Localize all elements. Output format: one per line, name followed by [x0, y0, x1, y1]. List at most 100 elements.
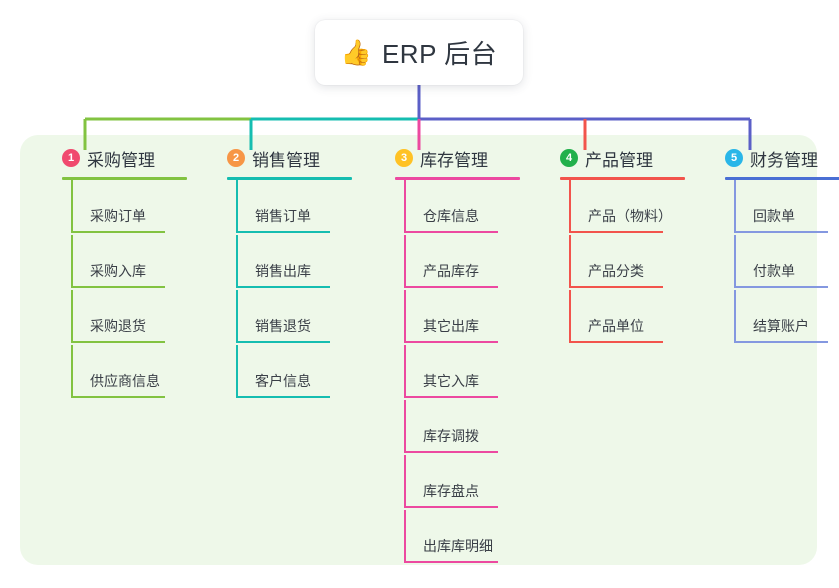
branch-underline: [227, 177, 352, 180]
leaf-underline: [237, 396, 330, 398]
leaf-item[interactable]: 库存盘点: [395, 455, 525, 510]
leaf-item[interactable]: 其它出库: [395, 290, 525, 345]
leaf-label: 付款单: [753, 263, 795, 279]
leaf-underline: [570, 341, 663, 343]
branch-number-badge: 2: [227, 149, 245, 167]
leaf-item[interactable]: 销售出库: [227, 235, 357, 290]
leaf-item[interactable]: 出库库明细: [395, 510, 525, 565]
leaf-item[interactable]: 仓库信息: [395, 180, 525, 235]
leaf-item[interactable]: 产品库存: [395, 235, 525, 290]
leaf-underline: [735, 231, 828, 233]
branch-title: 采购管理: [87, 150, 155, 170]
leaf-item[interactable]: 结算账户: [725, 290, 839, 345]
branch-header-1[interactable]: 1 采购管理: [42, 145, 192, 171]
leaf-label: 产品单位: [588, 318, 644, 334]
leaf-list: 回款单付款单结算账户: [705, 180, 839, 345]
leaf-label: 采购订单: [90, 208, 146, 224]
leaf-item[interactable]: 付款单: [725, 235, 839, 290]
leaf-underline: [237, 231, 330, 233]
leaf-item[interactable]: 销售退货: [227, 290, 357, 345]
leaf-label: 销售出库: [255, 263, 311, 279]
branch-title: 产品管理: [585, 150, 653, 170]
leaf-label: 回款单: [753, 208, 795, 224]
thumbs-up-icon: 👍: [340, 38, 372, 67]
leaf-underline: [237, 341, 330, 343]
leaf-item[interactable]: 产品分类: [560, 235, 690, 290]
leaf-label: 销售退货: [255, 318, 311, 334]
leaf-item[interactable]: 回款单: [725, 180, 839, 235]
root-node[interactable]: 👍 ERP 后台: [315, 20, 523, 85]
leaf-label: 客户信息: [255, 373, 311, 389]
leaf-item[interactable]: 库存调拨: [395, 400, 525, 455]
branch-header-3[interactable]: 3 库存管理: [375, 145, 525, 171]
leaf-label: 采购入库: [90, 263, 146, 279]
leaf-underline: [405, 561, 498, 563]
leaf-item[interactable]: 其它入库: [395, 345, 525, 400]
leaf-label: 出库库明细: [423, 538, 493, 554]
leaf-label: 销售订单: [255, 208, 311, 224]
leaf-item[interactable]: 采购入库: [62, 235, 192, 290]
leaf-underline: [570, 231, 663, 233]
leaf-label: 结算账户: [753, 318, 809, 334]
leaf-underline: [405, 286, 498, 288]
leaf-underline: [237, 286, 330, 288]
leaf-label: 产品（物料）: [588, 208, 672, 224]
branch-column-1: 1 采购管理采购订单采购入库采购退货供应商信息: [42, 145, 192, 400]
leaf-connector: [236, 180, 238, 233]
branch-underline: [395, 177, 520, 180]
branch-title: 销售管理: [252, 150, 320, 170]
leaf-label: 产品分类: [588, 263, 644, 279]
branch-header-4[interactable]: 4 产品管理: [540, 145, 690, 171]
branch-underline: [62, 177, 187, 180]
leaf-underline: [72, 341, 165, 343]
leaf-underline: [735, 341, 828, 343]
root-title: ERP 后台: [381, 39, 498, 69]
leaf-label: 其它出库: [423, 318, 479, 334]
leaf-underline: [405, 396, 498, 398]
leaf-label: 其它入库: [423, 373, 479, 389]
leaf-item[interactable]: 销售订单: [227, 180, 357, 235]
leaf-connector: [734, 290, 736, 343]
branch-number-badge: 4: [560, 149, 578, 167]
leaf-label: 库存调拨: [423, 428, 479, 444]
leaf-connector: [569, 290, 571, 343]
leaf-connector: [236, 235, 238, 288]
leaf-item[interactable]: 客户信息: [227, 345, 357, 400]
leaf-connector: [404, 345, 406, 398]
branch-number-badge: 3: [395, 149, 413, 167]
branch-number-badge: 1: [62, 149, 80, 167]
leaf-connector: [404, 290, 406, 343]
branch-header-2[interactable]: 2 销售管理: [207, 145, 357, 171]
leaf-item[interactable]: 采购订单: [62, 180, 192, 235]
branch-underline: [560, 177, 685, 180]
branch-title: 库存管理: [420, 150, 488, 170]
leaf-underline: [72, 396, 165, 398]
leaf-label: 产品库存: [423, 263, 479, 279]
leaf-connector: [71, 290, 73, 343]
leaf-connector: [236, 345, 238, 398]
leaf-underline: [72, 286, 165, 288]
branch-column-3: 3 库存管理仓库信息产品库存其它出库其它入库库存调拨库存盘点出库库明细: [375, 145, 525, 565]
leaf-label: 仓库信息: [423, 208, 479, 224]
branch-column-2: 2 销售管理销售订单销售出库销售退货客户信息: [207, 145, 357, 400]
diagram-panel: [20, 135, 817, 565]
leaf-connector: [71, 235, 73, 288]
leaf-label: 采购退货: [90, 318, 146, 334]
leaf-connector: [404, 400, 406, 453]
leaf-underline: [735, 286, 828, 288]
leaf-item[interactable]: 产品单位: [560, 290, 690, 345]
leaf-item[interactable]: 供应商信息: [62, 345, 192, 400]
leaf-label: 供应商信息: [90, 373, 160, 389]
leaf-item[interactable]: 产品（物料）: [560, 180, 690, 235]
leaf-connector: [404, 180, 406, 233]
leaf-underline: [405, 341, 498, 343]
leaf-item[interactable]: 采购退货: [62, 290, 192, 345]
leaf-connector: [404, 510, 406, 563]
leaf-label: 库存盘点: [423, 483, 479, 499]
leaf-connector: [569, 180, 571, 233]
leaf-connector: [734, 235, 736, 288]
branch-title: 财务管理: [750, 150, 818, 170]
